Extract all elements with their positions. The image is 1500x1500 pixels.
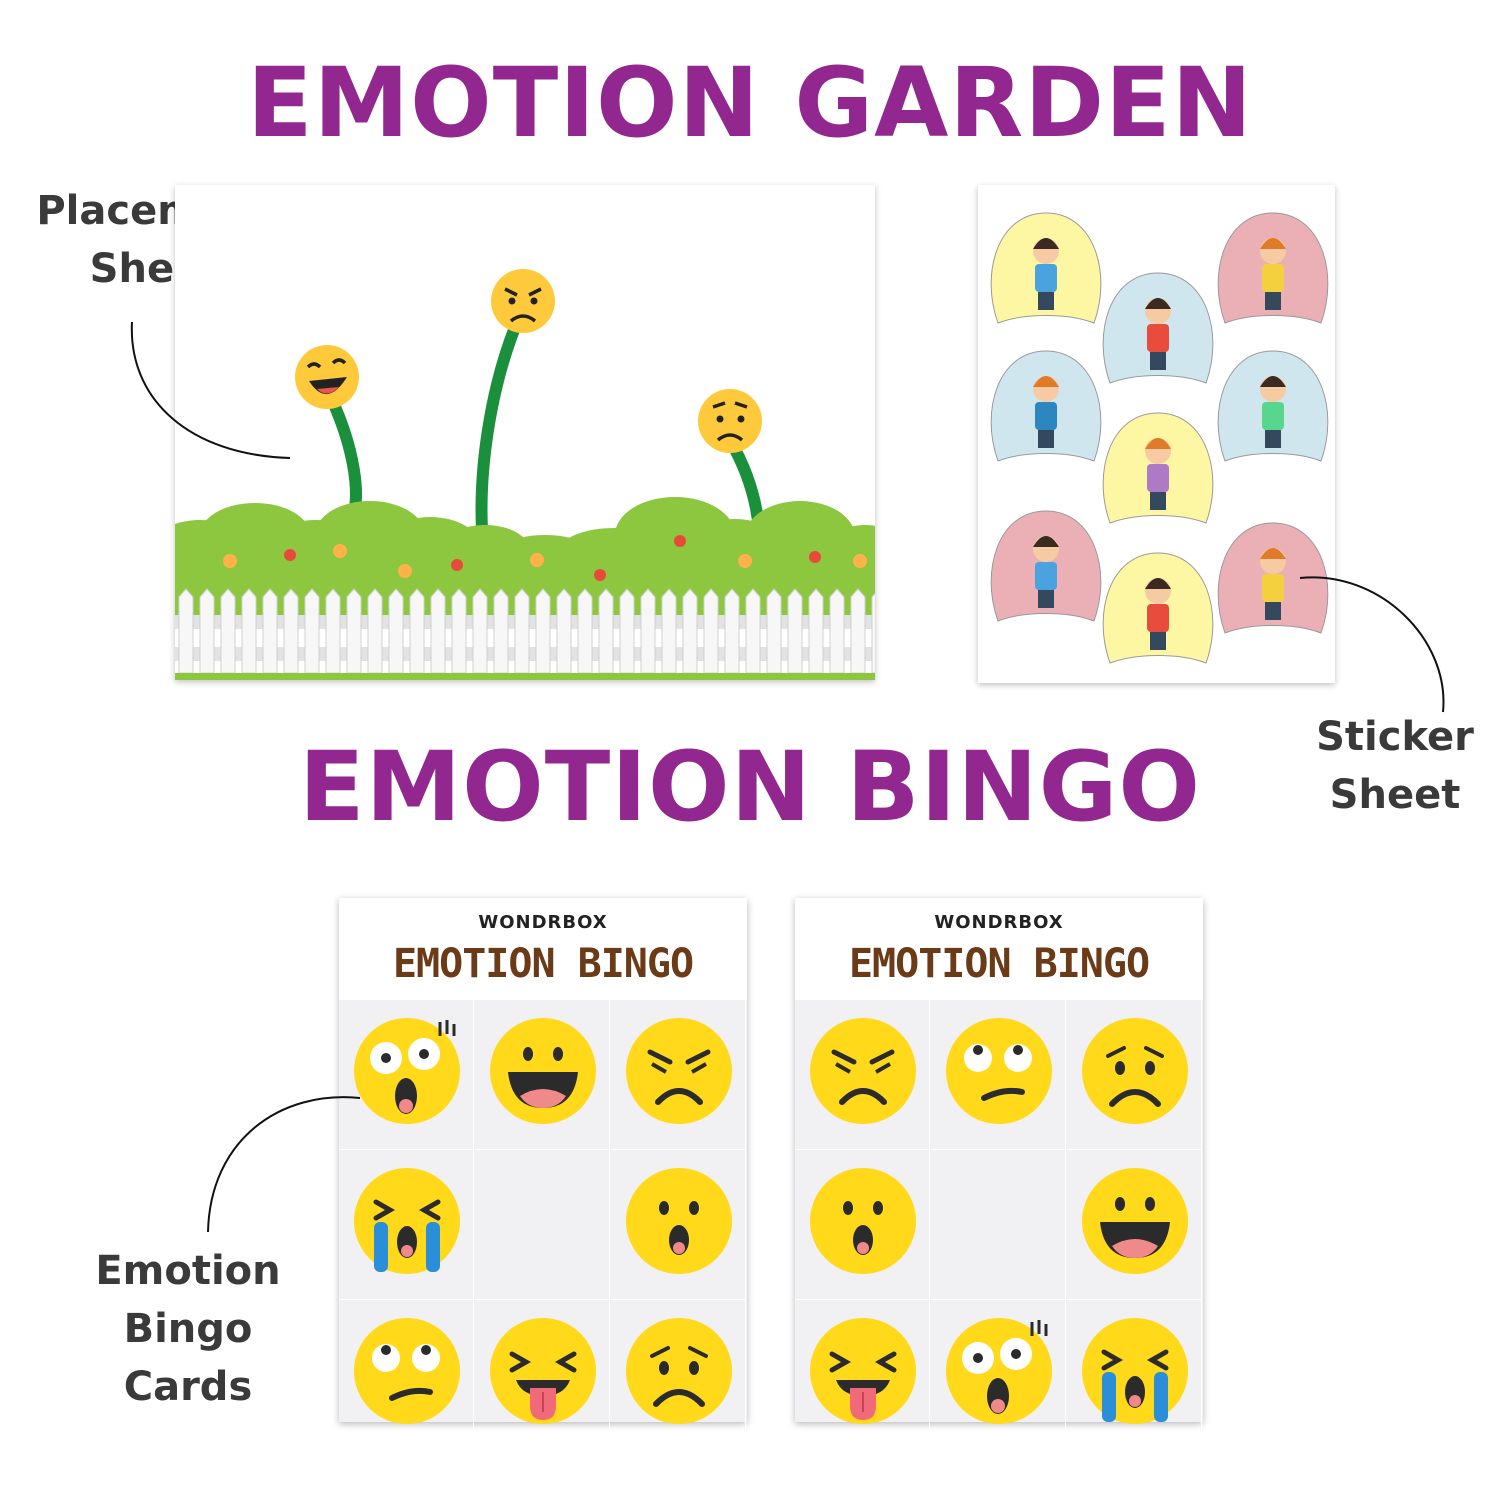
happy-face-icon [490, 1018, 596, 1124]
happy-flower-icon [295, 345, 359, 409]
bingo-cell [339, 1300, 474, 1450]
sticker-item [1102, 272, 1214, 384]
garden-flowers [223, 544, 867, 578]
bingo-cell [931, 1300, 1066, 1450]
bingo-grid [339, 1000, 747, 1450]
callout-sticker-sheet: Sticker Sheet [1316, 714, 1474, 818]
angry-flower-icon [491, 269, 555, 333]
callout-emotion-bingo-cards: Emotion Bingo Cards [95, 1248, 281, 1410]
sticker-illustrations [990, 212, 1329, 664]
picket-fence [175, 588, 875, 680]
surprised-face-icon [810, 1168, 916, 1274]
bingo-grid [795, 1000, 1203, 1450]
sad-flower-icon [698, 389, 762, 453]
placement-sheet [175, 185, 875, 680]
bingo-cell [1067, 1150, 1202, 1300]
sticker-sheet [978, 185, 1335, 683]
bushes [175, 497, 875, 615]
sticker-item [990, 350, 1102, 462]
bingo-title: EMOTION BINGO [299, 731, 1201, 843]
bingo-cell [931, 1000, 1066, 1150]
worried-face-icon [1082, 1018, 1188, 1124]
garden-title: EMOTION GARDEN [247, 47, 1253, 159]
bingo-cell [339, 1150, 474, 1300]
bingo-cell [795, 1150, 930, 1300]
bingo-cell [611, 1000, 746, 1150]
surprised-face-icon [626, 1168, 732, 1274]
bingo-cell [475, 1000, 610, 1150]
tongue-out-face-icon [490, 1318, 596, 1424]
sticker-item [1102, 412, 1214, 524]
sticker-item [990, 510, 1102, 622]
brand-logo: WONDRBOX [478, 912, 608, 933]
sticker-item [1217, 212, 1329, 324]
bingo-card-header: WONDRBOX EMOTION BINGO [795, 898, 1203, 1000]
bingo-cell [1067, 1000, 1202, 1150]
sticker-item [990, 212, 1102, 324]
bingo-cell [611, 1300, 746, 1450]
bingo-cell [611, 1150, 746, 1300]
bingo-cell-free [931, 1150, 1066, 1300]
crying-face-icon [354, 1168, 460, 1274]
shocked-face-icon [946, 1318, 1052, 1424]
bingo-cell-free [475, 1150, 610, 1300]
sticker-item [1217, 350, 1329, 462]
crying-face-icon [1082, 1318, 1188, 1424]
bingo-cell [795, 1300, 930, 1450]
bingo-cell [475, 1300, 610, 1450]
happy-face-icon [1082, 1168, 1188, 1274]
bingo-cell [339, 1000, 474, 1150]
bingo-card-title: EMOTION BINGO [848, 941, 1150, 987]
bingo-card-2: WONDRBOX EMOTION BINGO [795, 898, 1203, 1450]
sticker-item [1217, 522, 1329, 634]
sticker-item [1102, 552, 1214, 664]
angry-face-icon [810, 1018, 916, 1124]
worried-face-icon [626, 1318, 732, 1424]
garden-illustration [175, 269, 875, 680]
angry-face-icon [626, 1018, 732, 1124]
bingo-card-header: WONDRBOX EMOTION BINGO [339, 898, 747, 1000]
bingo-card-1: WONDRBOX EMOTION BINGO [339, 898, 747, 1450]
shocked-face-icon [354, 1018, 460, 1124]
bingo-cell [795, 1000, 930, 1150]
eye-roll-face-icon [354, 1318, 460, 1424]
brand-logo: WONDRBOX [934, 912, 1064, 933]
tongue-out-face-icon [810, 1318, 916, 1424]
bingo-cell [1067, 1300, 1202, 1450]
eye-roll-face-icon [946, 1018, 1052, 1124]
bingo-card-title: EMOTION BINGO [392, 941, 694, 987]
